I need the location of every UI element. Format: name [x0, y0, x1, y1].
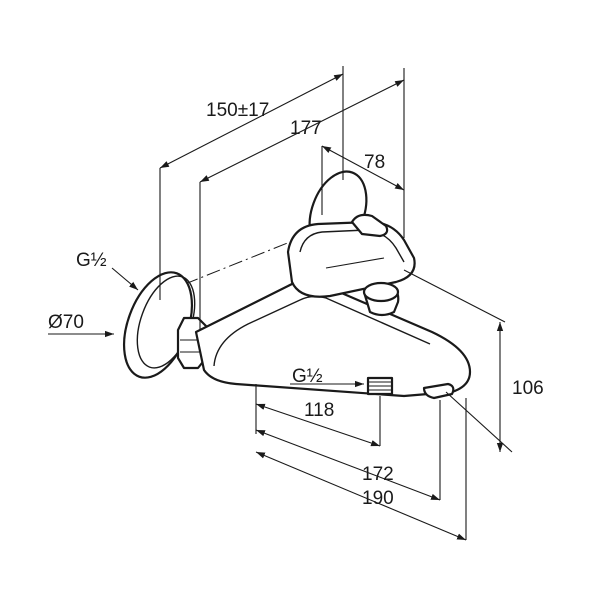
faucet-drawing — [123, 170, 472, 400]
lever-handle — [286, 220, 416, 298]
dim-line-190 — [255, 451, 467, 541]
dim-line-177 — [199, 79, 405, 183]
lever-slot — [325, 257, 385, 269]
label-centre-distance: 150±17 — [206, 100, 269, 121]
label-diameter: Ø70 — [48, 312, 84, 333]
label-total-outlet: 172 — [362, 464, 394, 485]
dim-line-78 — [321, 145, 405, 191]
label-projection: 177 — [290, 118, 322, 139]
ext-line-lever-top — [403, 269, 506, 323]
label-g-half-outlet: G½ — [292, 366, 323, 387]
label-g-half-wall: G½ — [76, 250, 107, 271]
mixer-body — [194, 280, 472, 398]
lever-top-cap — [350, 213, 389, 238]
ext-line-spout-bottom — [445, 391, 513, 453]
diverter-knob-top — [362, 281, 400, 303]
spout-outlet — [422, 382, 455, 400]
leader-g-half-wall — [111, 267, 139, 291]
label-spout-outlet: 118 — [304, 400, 334, 421]
dim-line-172 — [255, 429, 441, 501]
label-height: 106 — [512, 378, 544, 399]
label-lever-depth: 78 — [364, 152, 385, 173]
dimension-labels: G½ Ø70 150±17 177 78 106 G½ 118 172 190 — [48, 100, 544, 509]
dimension-lines — [48, 73, 504, 541]
label-total-length: 190 — [362, 488, 394, 509]
